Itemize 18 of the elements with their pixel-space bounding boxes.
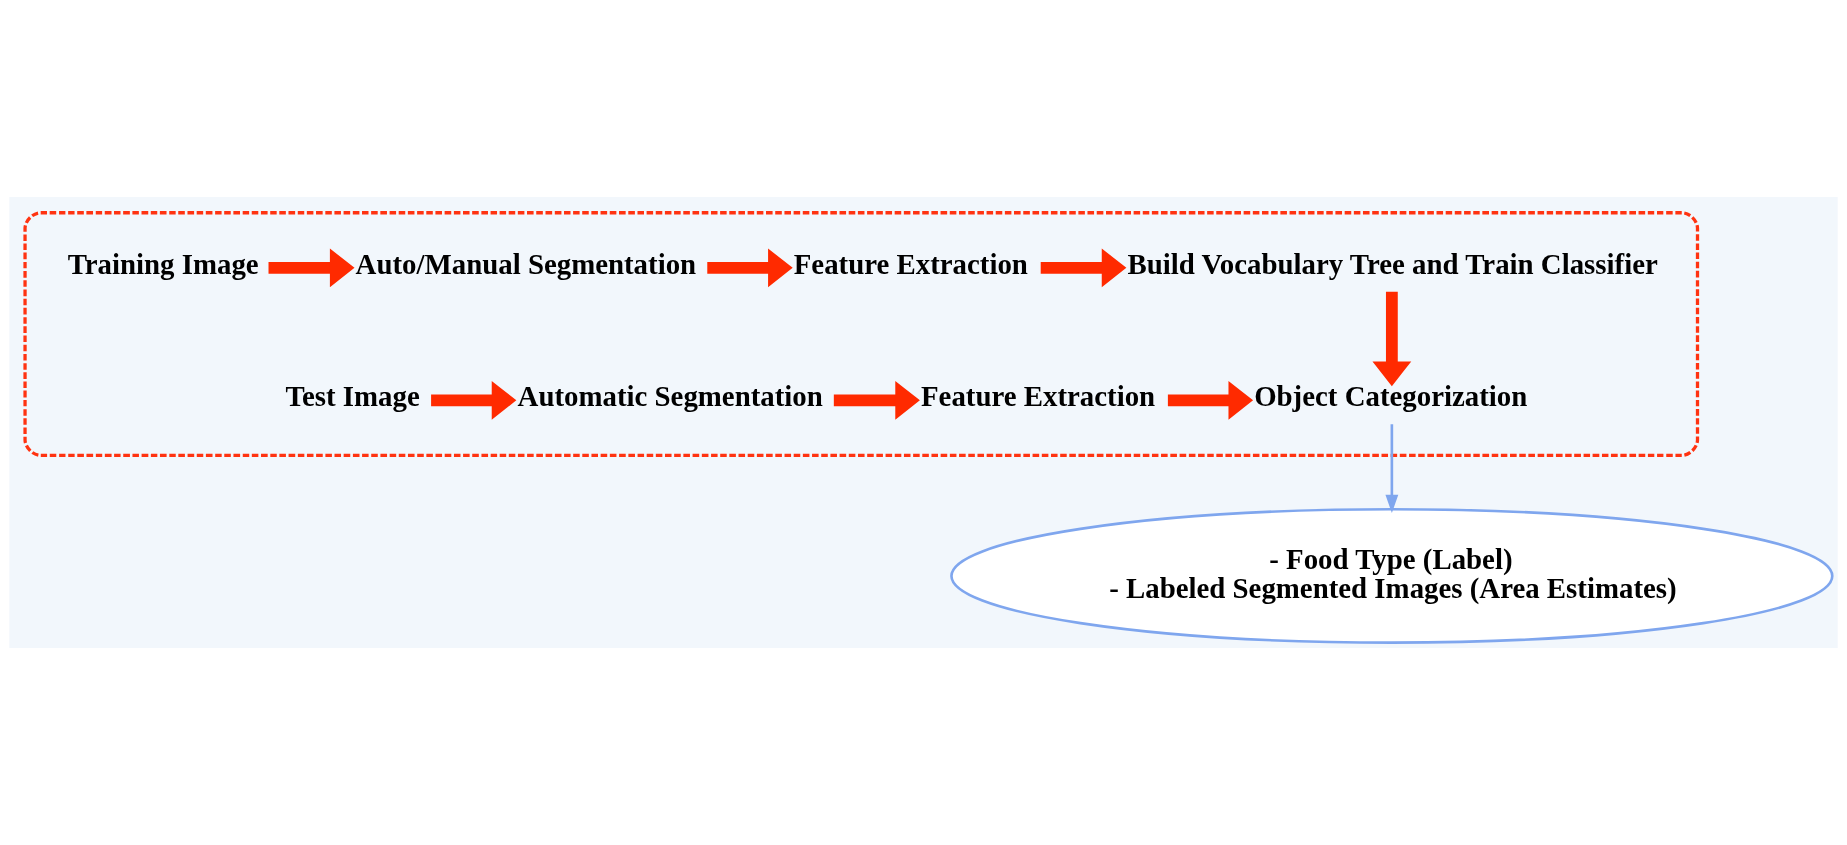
node-text: Feature Extraction — [920, 380, 1156, 413]
node-text: Feature Extraction — [793, 247, 1028, 280]
arrow — [1372, 291, 1412, 387]
arrow — [707, 248, 793, 288]
arrow — [431, 380, 517, 420]
node-text: Auto/Manual Segmentation — [355, 247, 697, 280]
node-text: Test Image — [285, 380, 420, 413]
node-text: Automatic Segmentation — [517, 380, 823, 413]
arrow — [268, 248, 355, 288]
arrow — [1040, 248, 1127, 288]
arrow — [1167, 380, 1254, 420]
node-text: Training Image — [67, 247, 259, 280]
node-ellipse: - Food Type (Label) - Labeled Segmented Images (Area Estimates) — [950, 508, 1834, 644]
arrow — [833, 380, 920, 420]
cluster — [23, 211, 1700, 458]
node-text: Build Vocabulary Tree and Train Classifier — [1127, 247, 1658, 280]
arrow — [1385, 424, 1399, 514]
node-text: Object Categorization — [1254, 380, 1528, 413]
